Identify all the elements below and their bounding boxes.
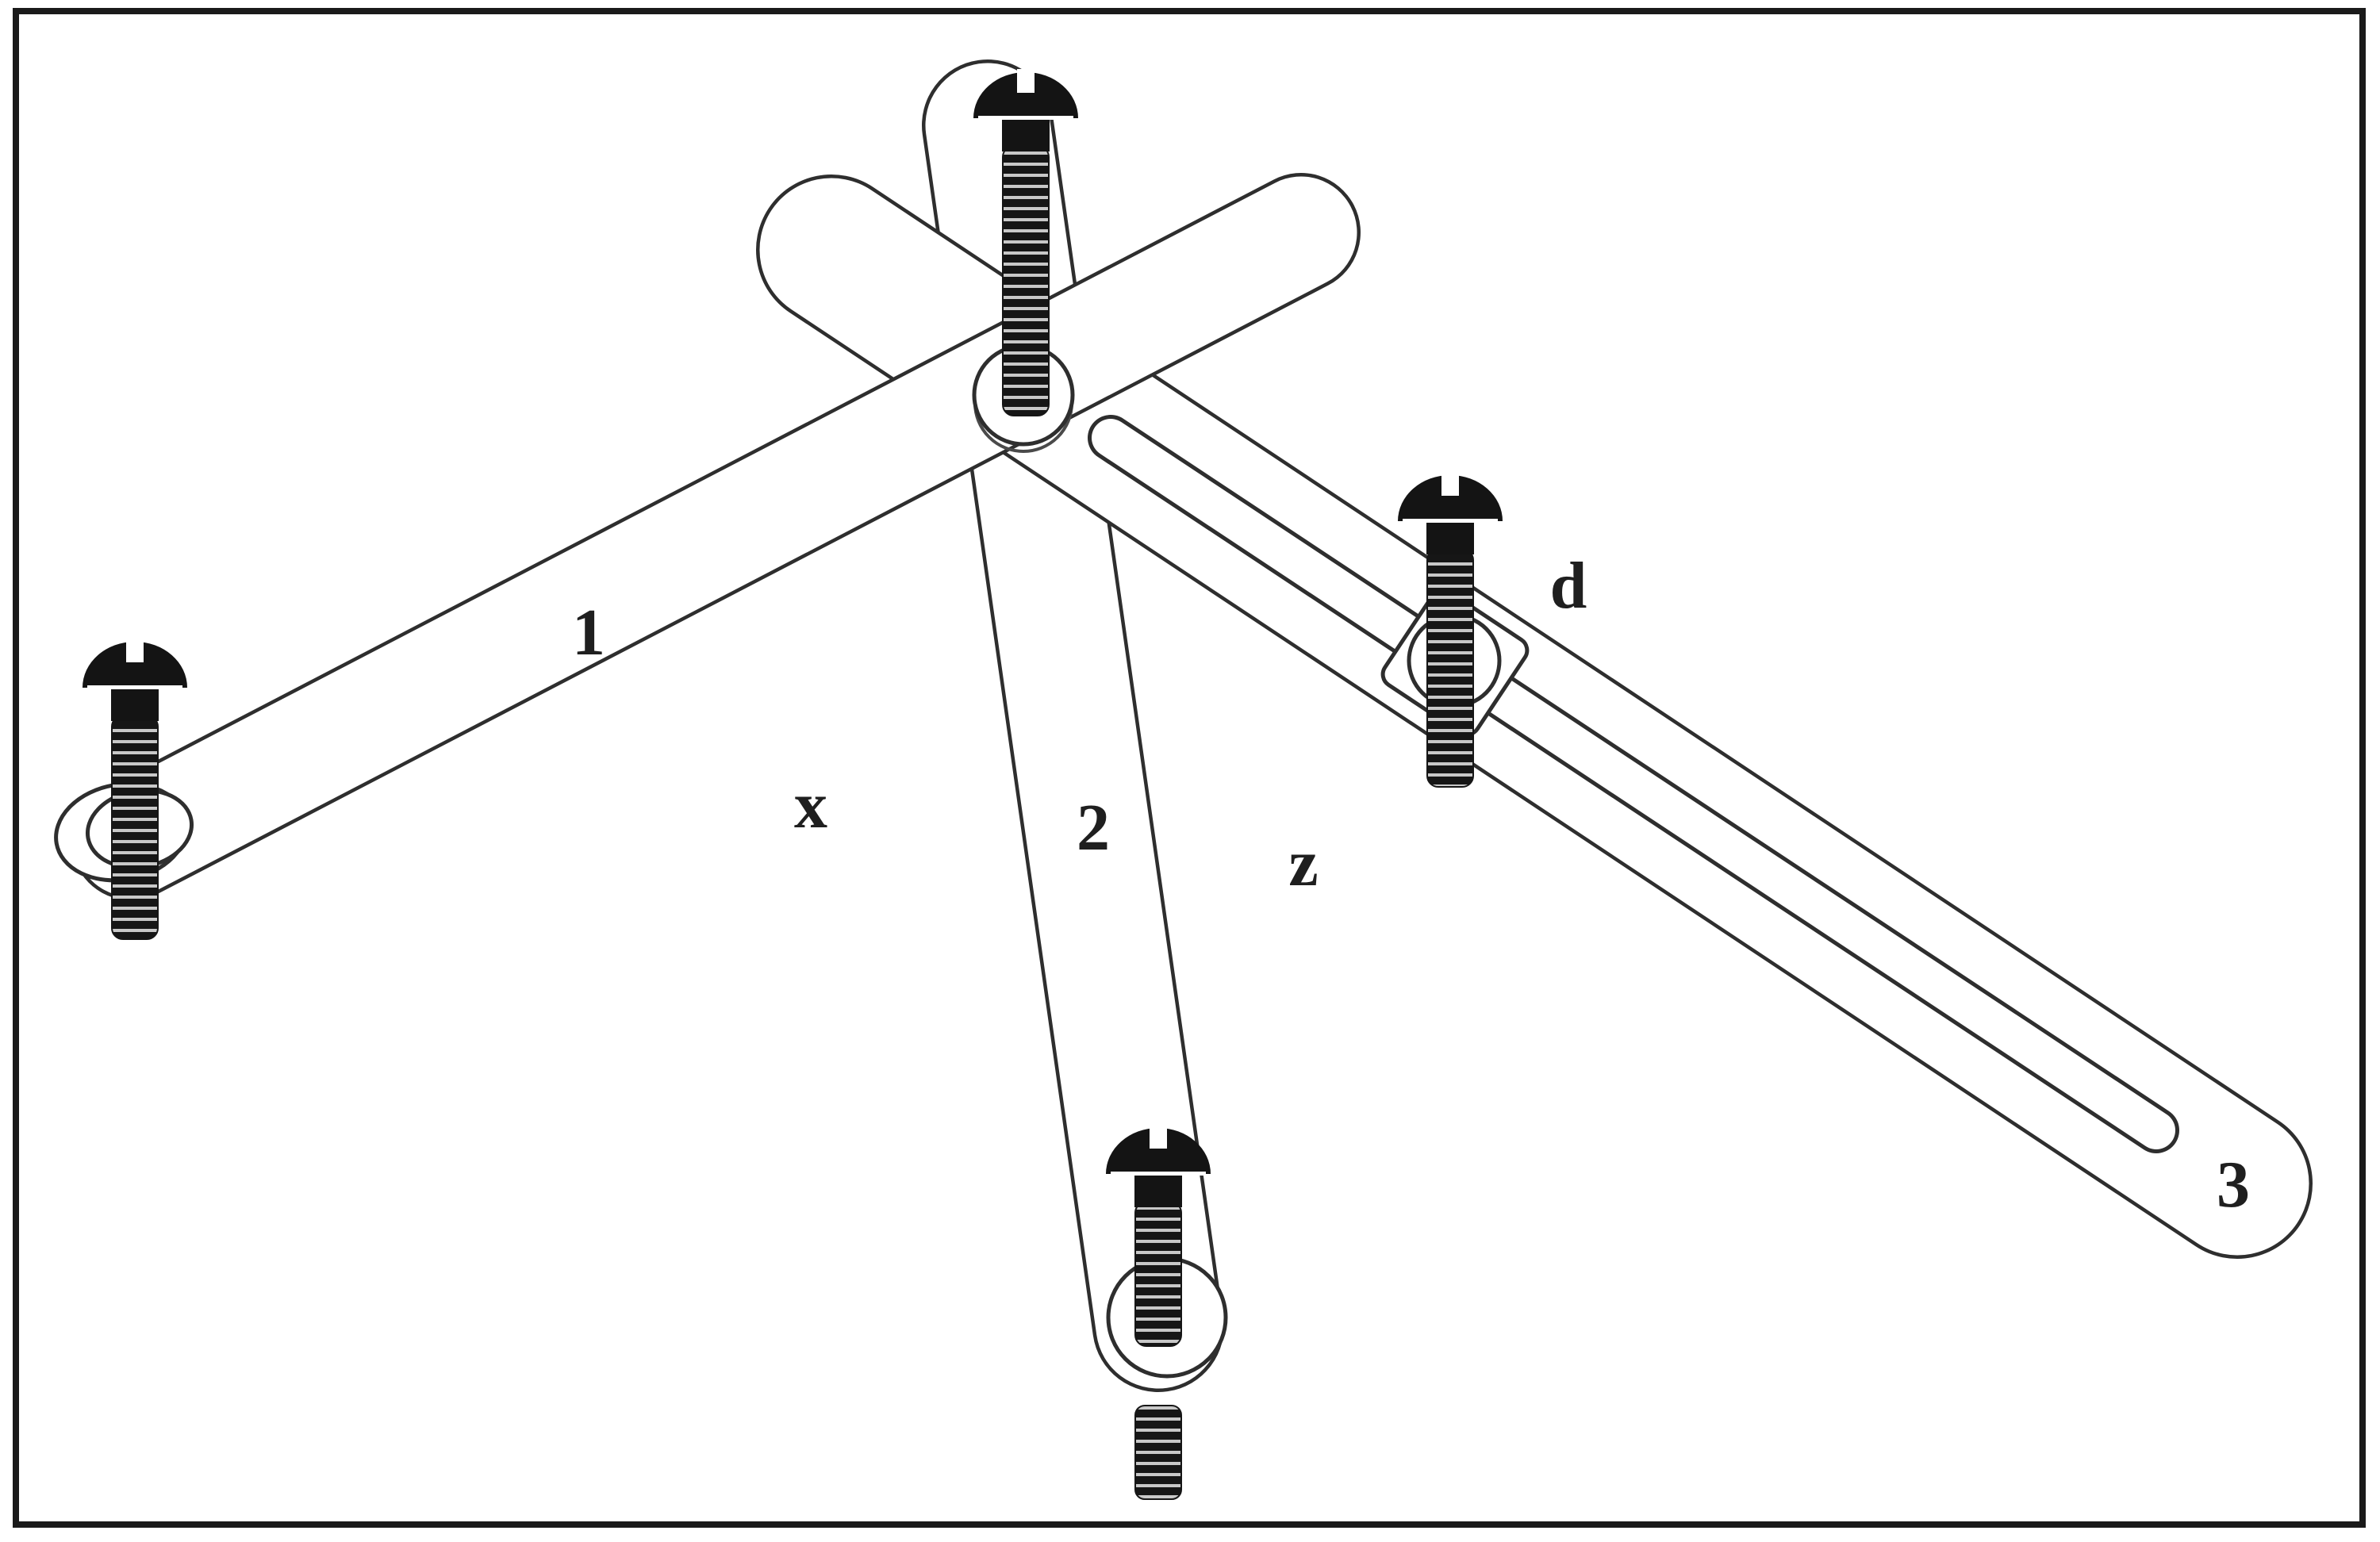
screw-bottom-protruding-tip [1134,1405,1182,1500]
label-z: z [1288,827,1318,900]
screw-center-slot-notch [1017,69,1035,93]
label-arm-1: 1 [572,596,605,669]
screw-bottom-head [1106,1128,1211,1174]
label-d: d [1550,549,1587,623]
label-x: x [794,769,827,842]
screw-left-head [83,642,187,688]
screw-left [83,639,187,940]
screw-center [973,69,1078,416]
screw-slider-head [1398,475,1503,521]
arm-3-slot [1088,415,2179,1153]
screw-left-slot-notch [126,639,144,662]
arm-1 [71,173,1361,900]
screw-bottom [1106,1125,1211,1500]
screw-slider-slot-notch [1441,472,1459,496]
label-arm-2: 2 [1077,791,1110,865]
figure-frame [13,8,2366,1528]
screw-bottom-slot-notch [1150,1125,1167,1149]
label-arm-3: 3 [2217,1148,2250,1222]
screw-center-head [973,72,1078,118]
screw-slider [1398,472,1503,788]
